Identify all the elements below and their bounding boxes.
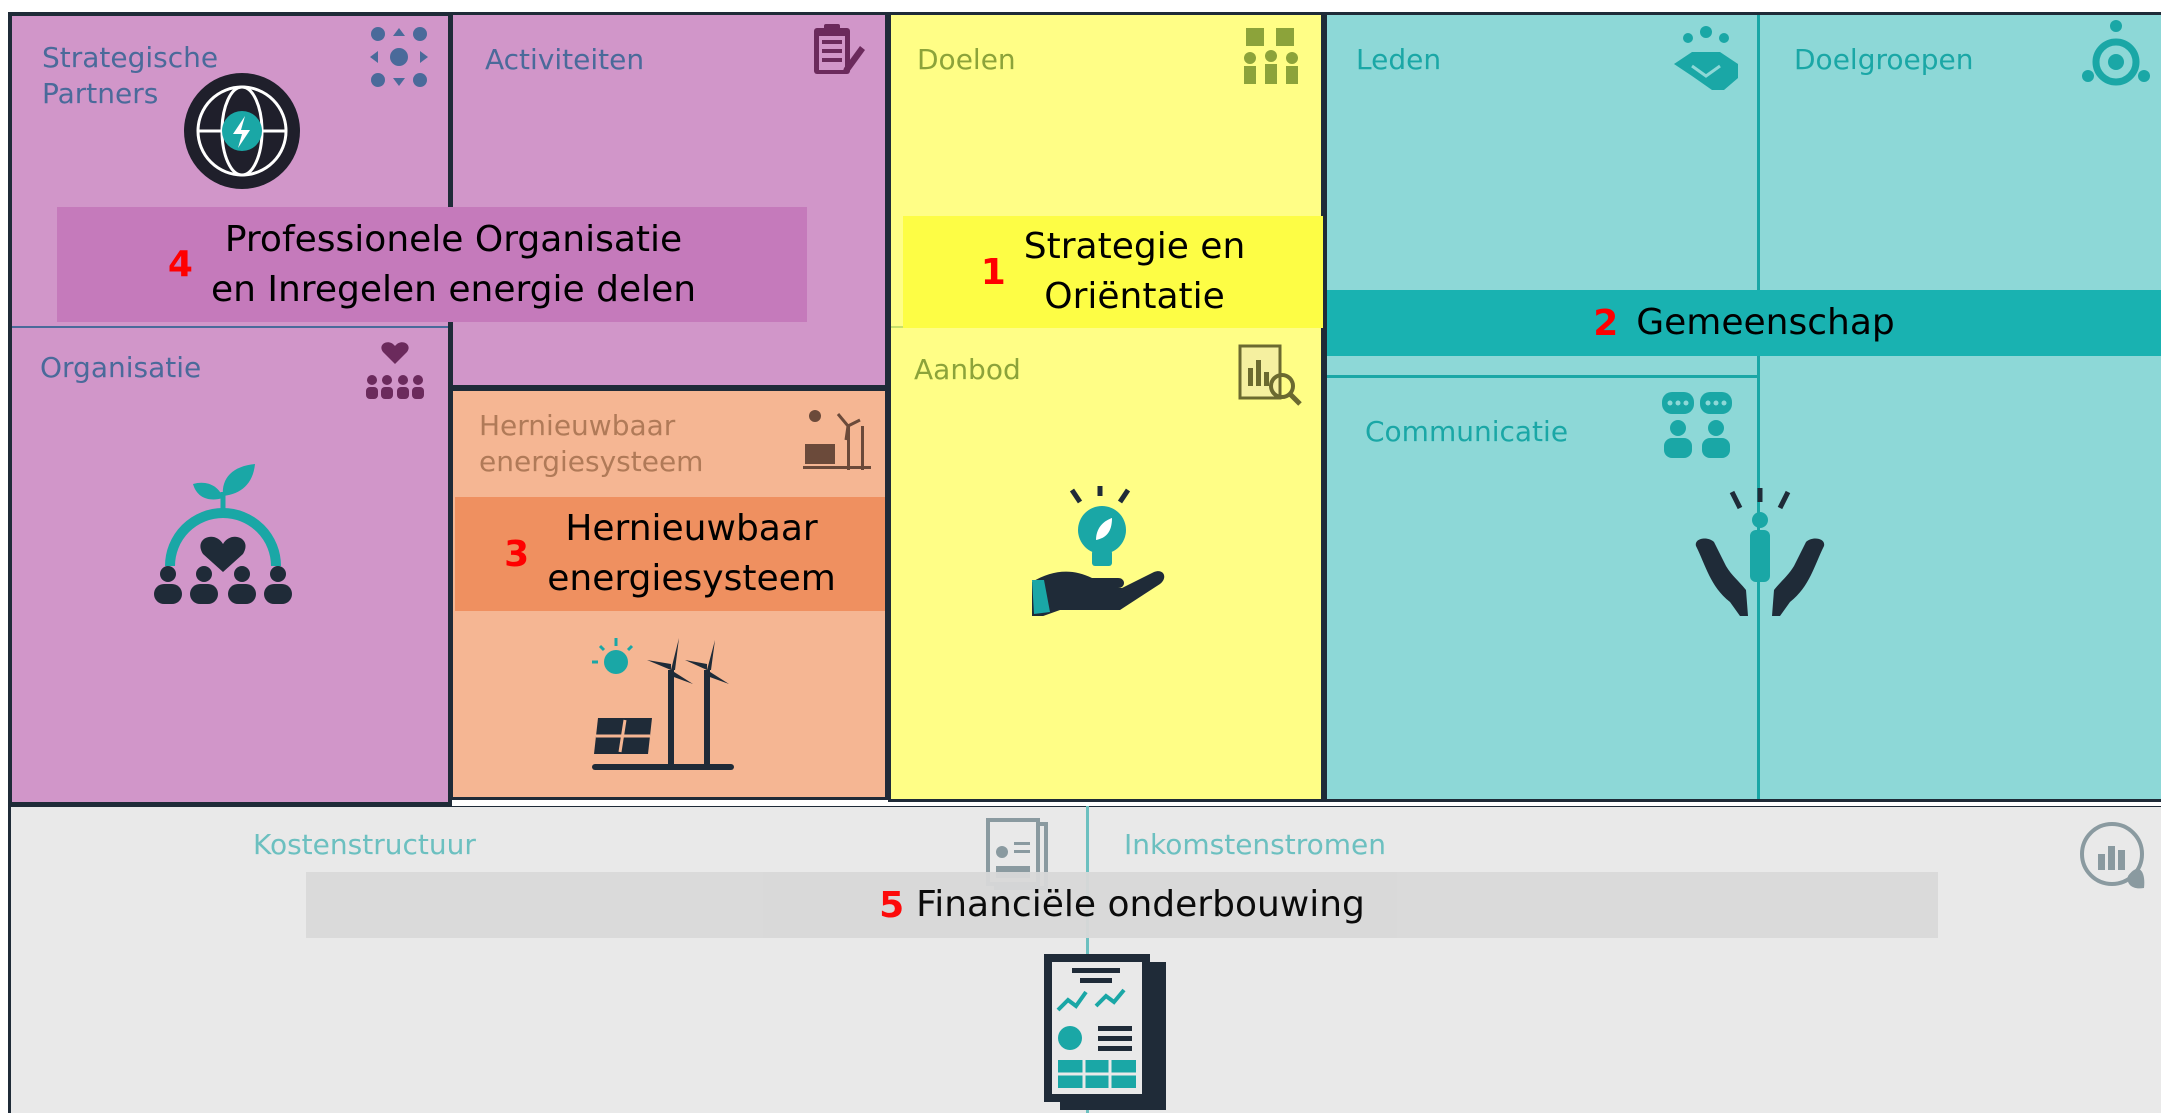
caring-hands-person-icon bbox=[1695, 488, 1825, 616]
clipboard-checklist-icon bbox=[814, 24, 865, 74]
band-number: 5 bbox=[879, 884, 905, 926]
band-text: Financiële onderbouwing bbox=[916, 884, 1365, 925]
band-text: Strategie en Oriëntatie bbox=[1023, 226, 1246, 317]
label-hernieuwbaar: Hernieuwbaar energiesysteem bbox=[479, 409, 704, 478]
label-inkomstenstromen: Inkomstenstromen bbox=[1124, 828, 1387, 861]
revenue-chart-icon bbox=[2080, 822, 2145, 889]
label-activiteiten: Activiteiten bbox=[485, 43, 645, 76]
leden-communicatie-divider bbox=[1327, 375, 1757, 378]
label-doelen: Doelen bbox=[917, 43, 1016, 76]
band-hernieuwbaar-energiesysteem: 3 Hernieuwbaar energiesysteem bbox=[455, 497, 885, 611]
label-aanbod: Aanbod bbox=[914, 353, 1021, 386]
band-number: 1 bbox=[980, 251, 1006, 293]
label-organisatie: Organisatie bbox=[40, 351, 202, 384]
label-kostenstructuur: Kostenstructuur bbox=[253, 828, 476, 861]
band-number: 3 bbox=[504, 533, 530, 575]
doelen-aanbod-cell bbox=[888, 12, 1324, 802]
solar-panel-wind-turbine-icon bbox=[592, 638, 734, 770]
report-search-icon bbox=[1238, 344, 1302, 406]
partners-organisatie-divider bbox=[12, 326, 448, 328]
financial-report-icon bbox=[1044, 954, 1166, 1110]
band-financiele-onderbouwing: 5 Financiële onderbouwing bbox=[306, 872, 1938, 938]
people-network-icon bbox=[370, 27, 428, 87]
activiteiten-cell bbox=[450, 12, 888, 388]
target-group-icon bbox=[2082, 20, 2150, 86]
label-leden: Leden bbox=[1356, 43, 1442, 76]
energy-globe-icon bbox=[184, 73, 300, 189]
band-text: Professionele Organisatie en Inregelen e… bbox=[210, 218, 697, 310]
band-number: 4 bbox=[167, 244, 193, 285]
leden-doelgroepen-divider bbox=[1757, 15, 1760, 799]
community-heart-icon bbox=[366, 342, 424, 399]
band-professionele-organisatie: 4 Professionele Organisatie en Inregelen… bbox=[57, 207, 807, 322]
label-strategische-partners: Strategische Partners bbox=[42, 41, 219, 110]
band-gemeenschap: 2 Gemeenschap bbox=[1327, 290, 2161, 356]
gemeenschap-cell bbox=[1324, 12, 2161, 802]
label-doelgroepen: Doelgroepen bbox=[1794, 43, 1974, 76]
plant-globe-people-icon bbox=[154, 464, 292, 604]
solar-wind-icon bbox=[803, 410, 871, 470]
band-text: Hernieuwbaar energiesysteem bbox=[547, 508, 836, 599]
puzzle-team-icon bbox=[1244, 28, 1298, 84]
band-strategie-orientatie: 1 Strategie en Oriëntatie bbox=[903, 216, 1323, 328]
handshake-icon bbox=[1674, 26, 1738, 90]
label-communicatie: Communicatie bbox=[1365, 415, 1569, 448]
hand-lightbulb-icon bbox=[1032, 486, 1165, 616]
band-number: 2 bbox=[1593, 302, 1619, 344]
band-text: Gemeenschap bbox=[1636, 302, 1895, 343]
chat-people-icon bbox=[1662, 392, 1732, 458]
